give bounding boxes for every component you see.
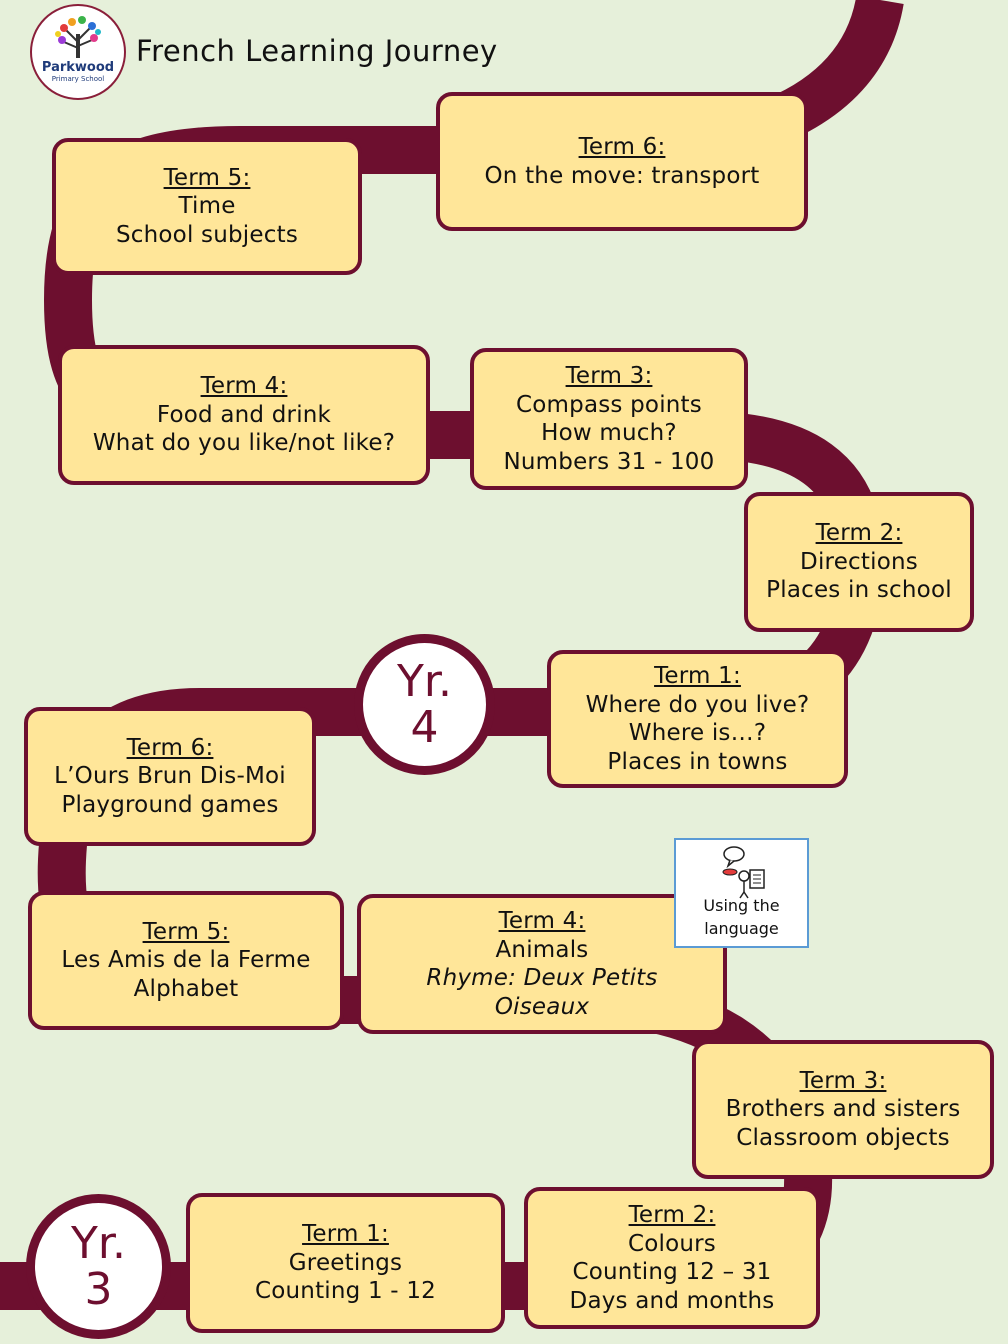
term-line: Where is…? <box>628 720 767 746</box>
yr4-term1-box: Term 1: Where do you live? Where is…? Pl… <box>547 650 848 788</box>
using-language-card: Using the language <box>674 838 809 948</box>
term-line: Greetings <box>288 1249 403 1276</box>
tree-icon <box>55 16 101 58</box>
year3-badge: Yr. 3 <box>26 1194 171 1339</box>
year-number: 3 <box>84 1263 113 1315</box>
term-heading: Term 3: <box>799 1067 887 1094</box>
term-line: Classroom objects <box>736 1124 950 1151</box>
term-heading: Term 1: <box>654 663 741 689</box>
term-heading: Term 4: <box>200 373 288 400</box>
term-line: What do you like/not like? <box>92 430 396 457</box>
yr4-term2-box: Term 2: Directions Places in school <box>744 492 974 632</box>
term-line: L’Ours Brun Dis-Moi <box>54 763 286 790</box>
term-line: Counting 12 – 31 <box>572 1259 772 1285</box>
term-line: How much? <box>541 420 677 446</box>
term-heading: Term 5: <box>163 164 251 191</box>
term-heading: Term 6: <box>578 134 666 160</box>
term-line: Places in school <box>766 577 952 604</box>
term-line: Animals <box>495 936 589 963</box>
term-line: Time <box>178 193 236 220</box>
term-line: Brothers and sisters <box>725 1096 961 1123</box>
card-label: Using the language <box>676 894 807 940</box>
school-logo: Parkwood Primary School <box>30 4 126 100</box>
yr3-term6-box: Term 6: L’Ours Brun Dis-Moi Playground g… <box>24 707 316 846</box>
term-heading: Term 1: <box>302 1221 389 1248</box>
term-line: Playground games <box>61 791 279 818</box>
term-line: On the move: transport <box>484 162 760 189</box>
yr3-term4-box: Term 4: Animals Rhyme: Deux Petits Oisea… <box>357 894 727 1034</box>
term-line: Where do you live? <box>585 691 810 718</box>
term-line: Les Amis de la Ferme <box>61 947 311 974</box>
term-heading: Term 4: <box>498 908 586 934</box>
yr4-term4-box: Term 4: Food and drink What do you like/… <box>58 345 430 485</box>
yr4-term3-box: Term 3: Compass points How much? Numbers… <box>470 348 748 490</box>
speaking-person-icon <box>722 846 765 899</box>
term-italic-line: Oiseaux <box>494 993 590 1020</box>
term-line: School subjects <box>115 221 298 248</box>
year4-badge: Yr. 4 <box>354 634 495 775</box>
yr3-term1-box: Term 1: Greetings Counting 1 - 12 <box>186 1193 505 1333</box>
yr3-term5-box: Term 5: Les Amis de la Ferme Alphabet <box>28 891 344 1030</box>
term-line: Days and months <box>569 1287 775 1314</box>
term-line: Places in towns <box>607 748 788 775</box>
year-label: Yr. <box>71 1217 126 1269</box>
year-label: Yr. <box>397 655 452 707</box>
term-line: Compass points <box>516 391 702 418</box>
term-line: Directions <box>800 548 918 575</box>
yr3-term2-box: Term 2: Colours Counting 12 – 31 Days an… <box>524 1187 820 1329</box>
term-line: Colours <box>627 1230 716 1257</box>
term-line: Alphabet <box>133 975 239 1002</box>
year-number: 4 <box>410 701 439 753</box>
term-heading: Term 5: <box>142 918 230 945</box>
term-heading: Term 3: <box>565 363 653 389</box>
yr4-term6-box: Term 6: On the move: transport <box>436 92 808 231</box>
term-heading: Term 2: <box>815 520 903 547</box>
logo-name: Parkwood <box>41 60 115 75</box>
term-italic-line: Rhyme: Deux Petits <box>426 965 658 991</box>
term-heading: Term 2: <box>628 1202 716 1228</box>
term-line: Numbers 31 - 100 <box>503 448 715 475</box>
yr3-term3-box: Term 3: Brothers and sisters Classroom o… <box>692 1040 994 1179</box>
page-title: French Learning Journey <box>136 34 498 68</box>
card-label-line: language <box>704 919 779 938</box>
term-line: Counting 1 - 12 <box>254 1278 436 1305</box>
term-heading: Term 6: <box>126 734 214 761</box>
term-line: Food and drink <box>156 401 332 428</box>
yr4-term5-box: Term 5: Time School subjects <box>52 138 362 275</box>
card-label-line: Using the <box>703 896 780 915</box>
logo-subtitle: Primary School <box>51 75 105 83</box>
